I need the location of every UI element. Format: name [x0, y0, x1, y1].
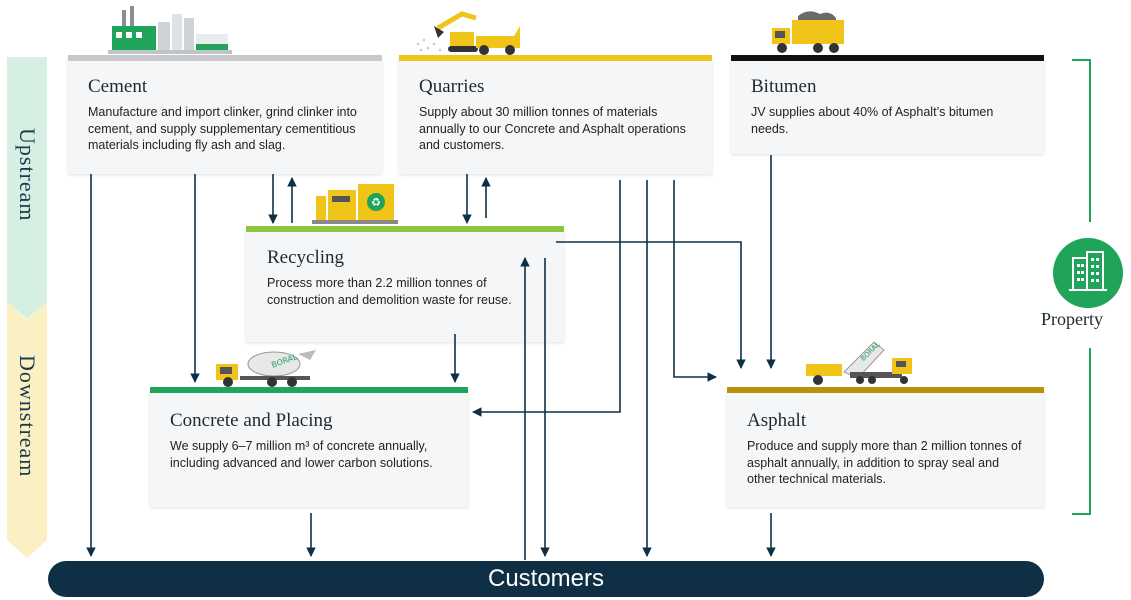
dump-truck-icon: [772, 11, 844, 53]
downstream-label: Downstream: [15, 355, 40, 478]
property-circle: [1053, 238, 1123, 308]
property-label: Property: [1041, 309, 1103, 329]
arrow-quarries-asphalt: [673, 180, 717, 382]
bitumen-box: Bitumen JV supplies about 40% of Asphalt…: [731, 58, 1044, 154]
concrete-mixer-truck-icon: BORAL: [216, 350, 316, 387]
arrow-recycling-asphalt: [556, 241, 746, 369]
recycling-box: Recycling Process more than 2.2 million …: [246, 229, 564, 342]
recycling-plant-icon: ♻: [312, 184, 398, 224]
asphalt-truck-icon: BORAL: [806, 341, 912, 385]
building-icon: [1069, 251, 1107, 291]
quarries-description: Supply about 30 million tonnes of materi…: [419, 105, 686, 152]
customers-bar: Customers: [48, 561, 1044, 597]
cement-bar: [68, 55, 382, 61]
bitumen-title: Bitumen: [751, 76, 817, 97]
concrete-bar: [150, 387, 468, 393]
concrete-box: Concrete and Placing We supply 6–7 milli…: [150, 391, 468, 507]
arrow-quarries-concrete: [472, 180, 621, 417]
excavator-icon: [416, 11, 520, 55]
quarries-title: Quarries: [419, 76, 485, 97]
upstream-label: Upstream: [15, 128, 40, 222]
asphalt-bar: [727, 387, 1044, 393]
cement-title: Cement: [88, 76, 148, 97]
concrete-description: We supply 6–7 million m³ of concrete ann…: [170, 439, 433, 470]
property-bracket: [1072, 59, 1091, 515]
downstream-band: [7, 302, 47, 558]
asphalt-description: Produce and supply more than 2 million t…: [747, 439, 1022, 486]
cement-box: Cement Manufacture and import clinker, g…: [68, 58, 382, 174]
recycling-title: Recycling: [267, 247, 345, 268]
recycling-description: Process more than 2.2 million tonnes of …: [267, 276, 512, 307]
quarries-bar: [399, 55, 712, 61]
quarries-box: Quarries Supply about 30 million tonnes …: [399, 58, 712, 174]
recycling-bar: [246, 226, 564, 232]
concrete-title: Concrete and Placing: [170, 410, 333, 431]
bitumen-description: JV supplies about 40% of Asphalt’s bitum…: [751, 105, 994, 136]
cement-factory-icon: [108, 6, 232, 54]
asphalt-box: Asphalt Produce and supply more than 2 m…: [727, 391, 1044, 507]
svg-text:♻: ♻: [371, 196, 381, 209]
cement-description: Manufacture and import clinker, grind cl…: [88, 105, 357, 152]
asphalt-title: Asphalt: [747, 410, 807, 431]
upstream-band: [7, 57, 47, 319]
bitumen-bar: [731, 55, 1044, 61]
